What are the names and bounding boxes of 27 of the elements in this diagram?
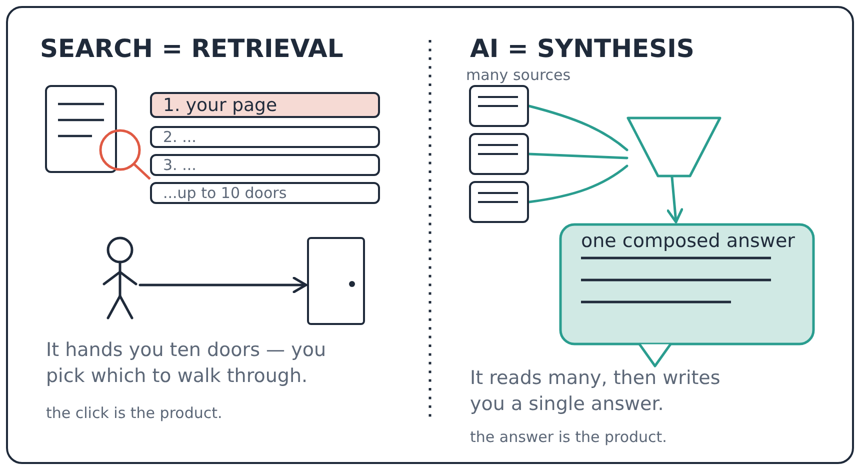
- arrow: [138, 276, 308, 294]
- arrow: [666, 176, 684, 224]
- door-icon: [307, 237, 365, 325]
- connector-line: [528, 104, 628, 152]
- bubble-text: one composed answer: [581, 230, 795, 252]
- result-text: 1. your page: [163, 94, 278, 116]
- stick-figure-icon: [102, 236, 138, 320]
- group-label: many sources: [466, 66, 571, 84]
- document-icon: [469, 181, 529, 223]
- result-row: [150, 154, 380, 176]
- result-row: [150, 182, 380, 204]
- funnel-icon: [626, 116, 722, 178]
- note-text: the answer is the product.: [470, 428, 667, 446]
- connector-line: [528, 152, 628, 160]
- result-row: [150, 92, 380, 118]
- connector-line: [528, 164, 628, 204]
- note-text: the click is the product.: [46, 404, 222, 422]
- document-icon: [469, 85, 529, 127]
- section-heading: AI = SYNTHESIS: [470, 34, 694, 64]
- description-text: It reads many, then writes you a single answer.: [470, 366, 722, 417]
- result-row: [150, 126, 380, 148]
- document-icon: [469, 133, 529, 175]
- result-text: ...up to 10 doors: [163, 184, 287, 202]
- section-heading: SEARCH = RETRIEVAL: [40, 34, 344, 64]
- description-text: It hands you ten doors — you pick which to walk through.: [46, 338, 327, 389]
- result-text: 2. ...: [163, 128, 196, 146]
- result-text: 3. ...: [163, 156, 196, 174]
